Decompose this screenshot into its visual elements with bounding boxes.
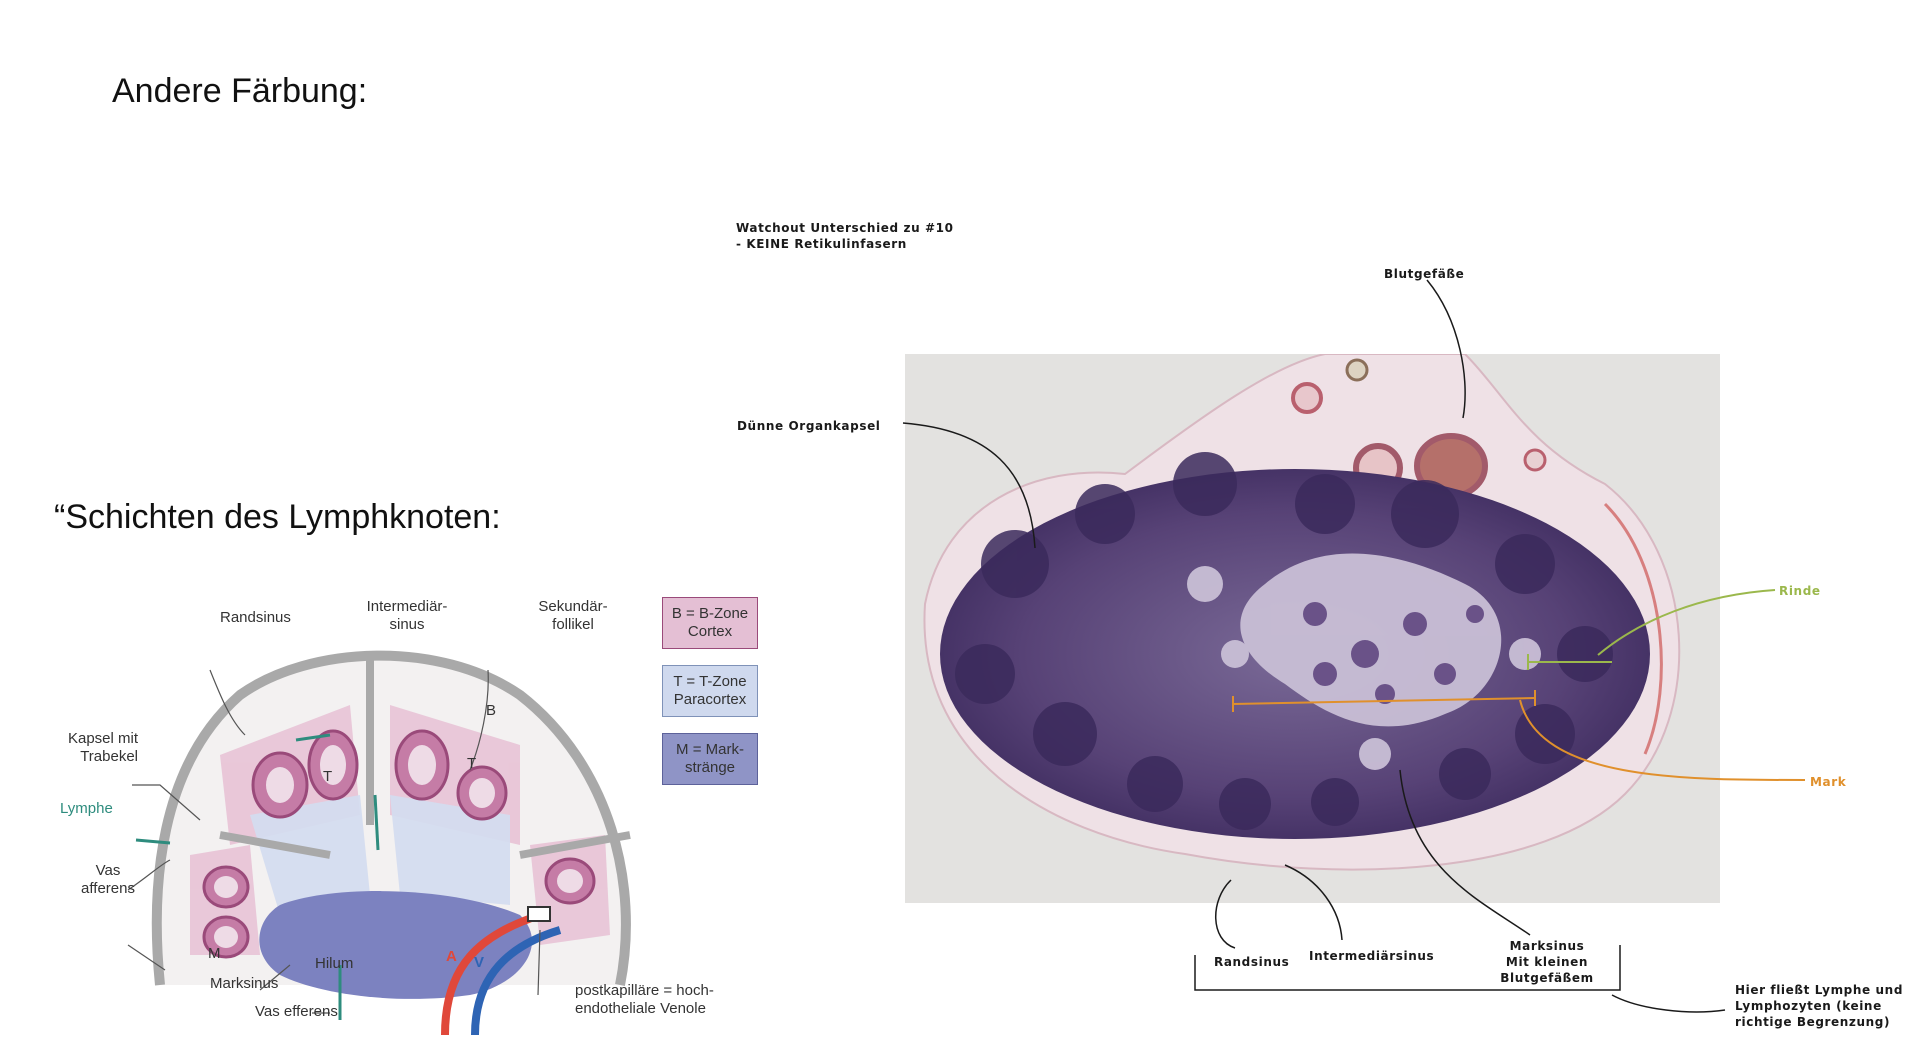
schema-label-vein: V — [474, 954, 485, 971]
schema-label-lymphe: Lymphe — [60, 800, 113, 817]
page-title: Andere Färbung: — [112, 72, 368, 110]
medulla — [259, 891, 532, 999]
artery — [441, 911, 542, 1035]
legend-b-zone: B = B-Zone Cortex — [662, 597, 758, 649]
legend-m-zone: M = Mark- stränge — [662, 733, 758, 785]
section-title: “Schichten des Lymphknoten: — [54, 498, 501, 536]
schema-label-vas-efferens: Vas efferens — [255, 1003, 338, 1020]
schema-label-hev: postkapilläre = hoch- endotheliale Venol… — [575, 982, 714, 1017]
label-flow-note: Hier fließt Lymphe und Lymphozyten (kein… — [1735, 983, 1904, 1029]
schema-label-b: B — [486, 702, 497, 719]
schema-label-sekundaerfollikel: Sekundär- follikel — [538, 598, 608, 633]
schema-label-artery: A — [446, 948, 457, 965]
schema-label-hilum: Hilum — [315, 955, 354, 972]
schema-label-vas-afferens: Vas afferens — [81, 862, 135, 897]
label-organkapsel: Dünne Organkapsel — [737, 419, 881, 433]
schema-label-m: M — [208, 945, 221, 962]
label-intermediaersinus: Intermediärsinus — [1309, 949, 1435, 963]
lymph-node-schematic — [127, 650, 631, 1035]
schema-label-randsinus: Randsinus — [220, 609, 291, 626]
schema-label-intermediaersinus: Intermediär- sinus — [366, 598, 448, 633]
label-mark: Mark — [1810, 775, 1847, 789]
label-randsinus: Randsinus — [1214, 955, 1290, 969]
vessel-5 — [1523, 448, 1547, 472]
label-rinde: Rinde — [1779, 584, 1821, 598]
vessel-1 — [1291, 382, 1323, 414]
schema-label-kapsel: Kapsel mit Trabekel — [67, 730, 138, 765]
vein — [471, 926, 562, 1035]
label-blutgefaesse: Blutgefäße — [1384, 267, 1465, 281]
label-marksinus: Marksinus Mit kleinen Blutgefäßem — [1500, 939, 1594, 985]
schema-label-t2: T — [467, 755, 477, 772]
schema-label-marksinus: Marksinus — [210, 975, 279, 992]
legend-t-zone: T = T-Zone Paracortex — [662, 665, 758, 717]
note-annotation: Watchout Unterschied zu #10 - KEINE Reti… — [736, 221, 954, 251]
lymph-node-micrograph — [905, 354, 1720, 903]
schema-label-t1: T — [323, 768, 333, 785]
vessel-2 — [1345, 358, 1369, 382]
